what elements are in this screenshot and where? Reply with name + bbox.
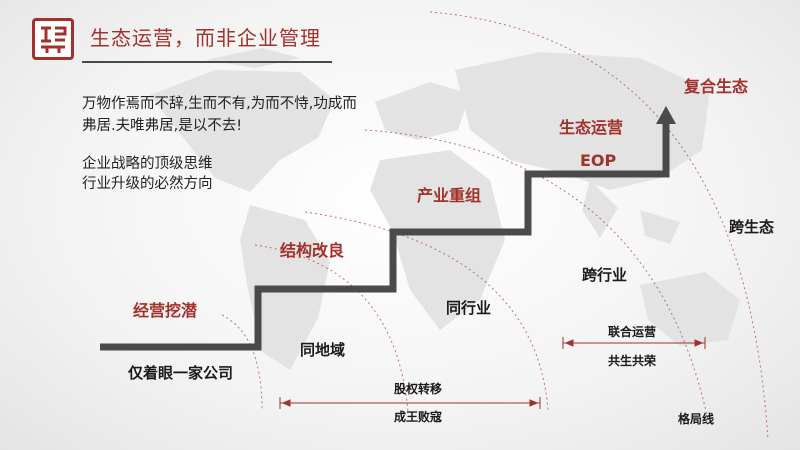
- pattern-line-label: 格局线: [678, 412, 715, 426]
- stage-label-5: 复合生态: [684, 77, 749, 96]
- scope-label-1: 仅着眼一家公司: [128, 364, 234, 382]
- range-2-line-2: 共生共荣: [608, 354, 657, 368]
- scope-label-2: 同地域: [300, 341, 346, 359]
- scope-label-4: 跨行业: [582, 266, 628, 284]
- title-underline: [82, 61, 332, 63]
- arc-5: [429, 11, 769, 441]
- quote-line-4: 行业升级的必然方向: [82, 176, 213, 192]
- stage-label-3: 产业重组: [417, 186, 482, 205]
- range-1-line-1: 股权转移: [394, 382, 443, 396]
- eop-label: EOP: [580, 151, 617, 170]
- stage-label-4: 生态运营: [559, 118, 624, 137]
- scope-label-5: 跨生态: [729, 218, 775, 236]
- arc-3: [304, 211, 549, 411]
- quote-line-1: 万物作焉而不辞,生而不有,为而不恃,功成而: [82, 96, 357, 112]
- logo-icon: [32, 18, 74, 60]
- range-1-line-2: 成王败寇: [394, 410, 443, 424]
- page-title: 生态运营，而非企业管理: [90, 26, 321, 50]
- quote-line-2: 弗居.夫唯弗居,是以不去!: [82, 118, 243, 134]
- range-2-line-1: 联合运营: [608, 325, 657, 339]
- stage-label-2: 结构改良: [280, 241, 345, 260]
- arc-4: [364, 129, 709, 421]
- quote-line-3: 企业战略的顶级思维: [82, 156, 213, 172]
- stage-label-1: 经营挖潜: [133, 301, 198, 320]
- scope-label-3: 同行业: [446, 299, 492, 317]
